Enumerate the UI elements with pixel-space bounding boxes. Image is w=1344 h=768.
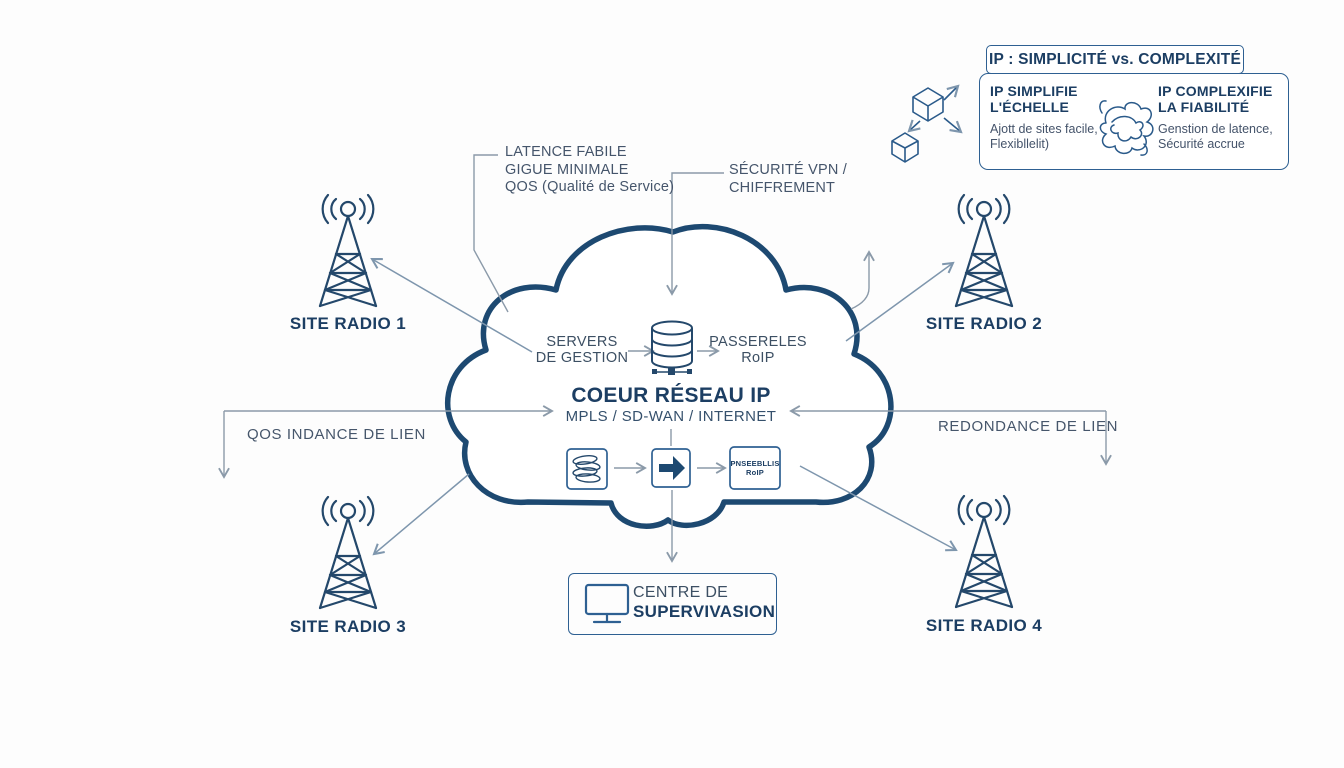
radio-tower-site2-icon <box>954 193 1014 308</box>
radio-tower-site4-icon <box>954 494 1014 609</box>
info-panel-title: IP : SIMPLICITÉ vs. COMPLEXITÉ <box>988 50 1242 68</box>
paper-stack-icon <box>572 455 601 483</box>
latence-line1: LATENCE FABILE <box>505 144 627 160</box>
info-left-heading1: IP SIMPLIFIE <box>990 83 1078 99</box>
info-left-body1: Ajott de sites facile, <box>990 122 1098 136</box>
radio-tower-site1-icon <box>318 193 378 308</box>
info-right-heading1: IP COMPLEXIFIE <box>1158 83 1273 99</box>
info-left-body2: Flexibllelit) <box>990 137 1050 151</box>
gateway-box <box>729 446 781 490</box>
arrow-to-site1 <box>370 257 533 353</box>
latence-label: LATENCE FABILE GIGUE MINIMALE QOS (Quali… <box>505 144 674 197</box>
database-icon <box>651 320 693 375</box>
arrow-to-site2 <box>845 261 955 342</box>
servers-gestion-label: SERVERS DE GESTION <box>532 334 632 366</box>
info-right-body1: Genstion de latence, <box>1158 122 1273 136</box>
latence-connector-line <box>473 154 509 313</box>
securite-line2: CHIFFREMENT <box>729 179 836 196</box>
supervision-line1: CENTRE DE <box>633 584 729 601</box>
uplink-elbow-arrow <box>850 250 875 310</box>
cloud-subtitle: MPLS / SD-WAN / INTERNET <box>565 408 777 425</box>
info-panel-right-column: IP COMPLEXIFIE LA FIABILITÉ Genstion de … <box>1158 83 1273 152</box>
tangle-scribble-icon <box>1096 97 1154 159</box>
servers-line1: SERVERS <box>546 334 618 350</box>
securite-line1: SÉCURITÉ VPN / <box>729 162 848 178</box>
securite-label: SÉCURITÉ VPN / CHIFFREMENT <box>729 162 847 197</box>
gateway-line1: PNSEEBLLIS <box>730 459 780 468</box>
gateway-line2: RoIP <box>746 468 764 477</box>
info-right-body2: Sécurité accrue <box>1158 137 1245 151</box>
arrow-to-site4 <box>799 465 958 552</box>
info-panel-left-column: IP SIMPLIFIE L'ÉCHELLE Ajott de sites fa… <box>990 83 1098 152</box>
supervision-text: CENTRE DE SUPERVIVASION <box>633 584 775 622</box>
site-radio-4-label: SITE RADIO 4 <box>925 616 1043 635</box>
site-radio-1-label: SITE RADIO 1 <box>289 314 407 333</box>
info-panel-title-box: IP : SIMPLICITÉ vs. COMPLEXITÉ <box>986 45 1244 74</box>
redundancy-label: REDONDANCE DE LIEN <box>938 418 1118 435</box>
supervision-line2: SUPERVIVASION <box>633 602 776 621</box>
cloud-title: COEUR RÉSEAU IP <box>571 384 771 407</box>
cubes-icon <box>891 84 963 163</box>
info-left-heading2: L'ÉCHELLE <box>990 99 1070 115</box>
securite-connector-line <box>666 172 724 296</box>
radio-tower-site3-icon <box>318 495 378 610</box>
site-radio-3-label: SITE RADIO 3 <box>289 617 407 636</box>
latence-line2: GIGUE MINIMALE <box>505 161 629 178</box>
gateway-box-label: PNSEEBLLIS RoIP <box>730 447 780 489</box>
servers-line2: DE GESTION <box>535 350 629 366</box>
monitor-icon <box>584 583 630 624</box>
passerelles-label: PASSERELES RoIP <box>708 334 808 366</box>
latence-line3: QOS (Qualité de Service) <box>505 179 675 195</box>
site-radio-2-label: SITE RADIO 2 <box>925 314 1043 333</box>
arrow-to-site3 <box>372 473 470 556</box>
passerelles-line2: RoIP <box>741 350 775 366</box>
site-arrows <box>370 257 958 556</box>
block-arrow-icon <box>659 456 685 480</box>
info-panel: IP SIMPLIFIE L'ÉCHELLE Ajott de sites fa… <box>979 73 1289 170</box>
cloud-process-boxes <box>566 446 781 490</box>
info-right-heading2: LA FIABILITÉ <box>1158 99 1250 115</box>
passerelles-line1: PASSERELES <box>709 334 807 350</box>
data-stack-box <box>566 448 608 490</box>
qos-link-label: QOS INDANCE DE LIEN <box>247 426 426 443</box>
supervision-center-box: CENTRE DE SUPERVIVASION <box>568 573 777 635</box>
connector-lines <box>218 154 1112 563</box>
